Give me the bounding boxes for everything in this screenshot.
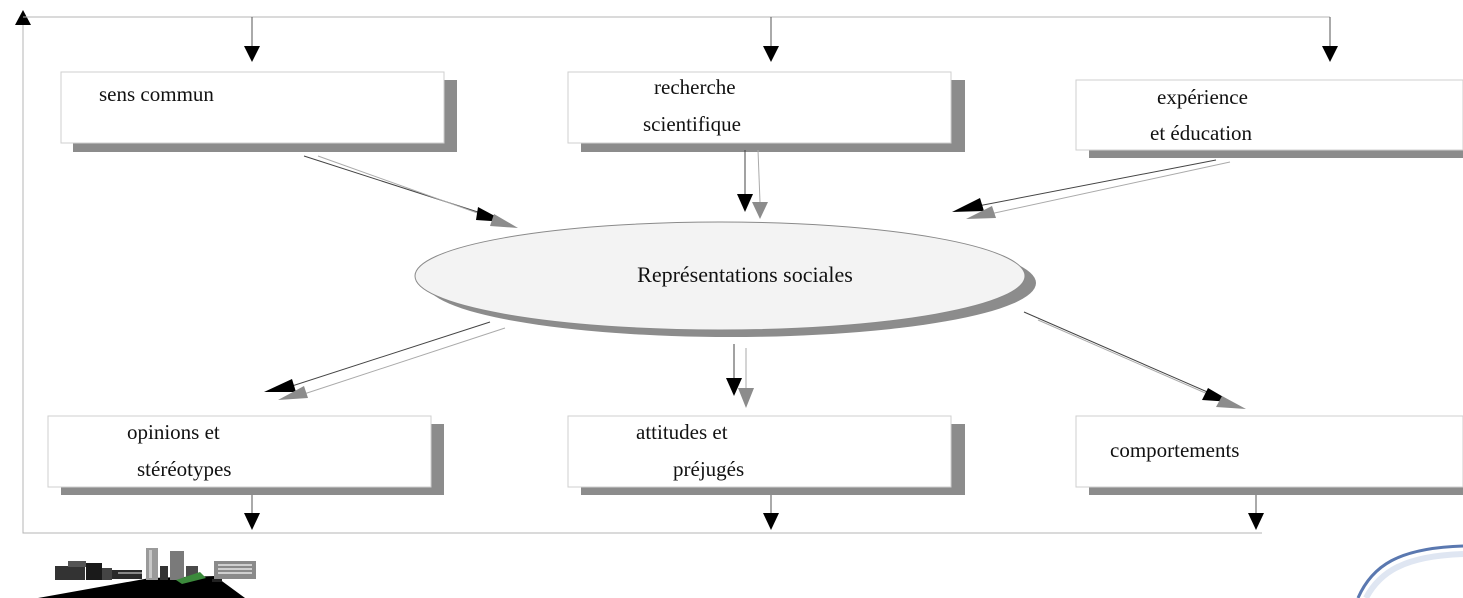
arrow-head-icon (738, 388, 754, 408)
sens-commun-label: sens commun (99, 82, 214, 106)
curved-ring-icon (1356, 544, 1463, 598)
arrow-head-icon (264, 379, 296, 392)
center-node: Représentations sociales (414, 221, 1036, 337)
outcome-box-attitudes: attitudes et préjugés (567, 415, 965, 495)
arrow-head-icon (737, 194, 753, 212)
source-to-center-arrows (303, 149, 1231, 228)
experience-label-line1: expérience (1157, 85, 1248, 109)
experience-label-line2: et éducation (1150, 121, 1253, 145)
down-arrow-icon (1248, 513, 1264, 530)
opinions-label-line2: stéréotypes (137, 457, 231, 481)
source-box-recherche: recherche scientifique (567, 71, 965, 152)
representations-sociales-label: Représentations sociales (637, 262, 853, 287)
feedback-loop-line (22, 25, 1262, 534)
arrow-head-icon (752, 202, 768, 219)
source-box-experience: expérience et éducation (1075, 79, 1463, 158)
bottom-arrows (244, 495, 1264, 530)
city-skyline-icon (38, 548, 256, 598)
opinions-label-line1: opinions et (127, 420, 220, 444)
arrow-head-icon (726, 378, 742, 396)
feedback-loop (15, 10, 1330, 534)
attitudes-label-line2: préjugés (673, 457, 744, 481)
arrow-head-icon (952, 198, 984, 212)
down-arrow-icon (244, 513, 260, 530)
down-arrow-icon (244, 46, 260, 62)
comportements-label: comportements (1110, 438, 1239, 462)
center-to-outcome-arrows (264, 311, 1246, 409)
down-arrow-icon (1322, 46, 1338, 62)
arrow-head-icon (490, 214, 518, 228)
top-arrows (244, 17, 1338, 62)
source-box-sens-commun: sens commun (60, 71, 457, 152)
arrow-head-icon (278, 386, 308, 400)
arrow-head-icon (1216, 396, 1246, 409)
recherche-label-line1: recherche (654, 75, 736, 99)
attitudes-label-line1: attitudes et (636, 420, 728, 444)
outcome-box-opinions: opinions et stéréotypes (47, 415, 444, 495)
recherche-label-line2: scientifique (643, 112, 741, 136)
down-arrow-icon (763, 46, 779, 62)
down-arrow-icon (763, 513, 779, 530)
outcome-box-comportements: comportements (1075, 415, 1463, 495)
arrow-head-icon (966, 206, 996, 219)
